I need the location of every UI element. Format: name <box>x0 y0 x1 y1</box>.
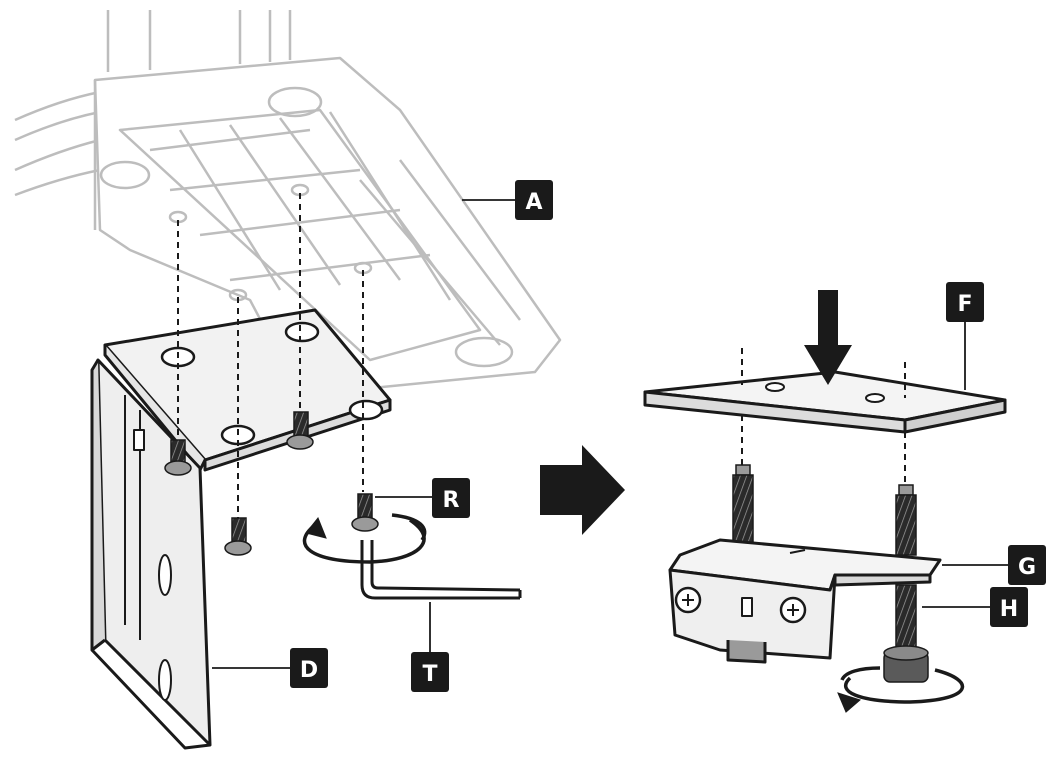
callout-d: D <box>290 648 328 688</box>
svg-text:G: G <box>1018 555 1036 580</box>
callout-r: R <box>432 478 470 518</box>
svg-text:T: T <box>422 662 437 687</box>
callout-h: H <box>990 587 1028 627</box>
callout-t: T <box>411 652 449 692</box>
right-arrow-icon <box>540 445 625 535</box>
alignment-lines-right <box>741 348 906 485</box>
bolt-part-h <box>883 584 929 683</box>
down-arrow-icon <box>804 290 852 385</box>
svg-text:F: F <box>957 292 972 317</box>
svg-text:D: D <box>300 658 318 683</box>
callout-f: F <box>946 282 984 322</box>
callout-a: A <box>515 180 553 220</box>
callout-g: G <box>1008 545 1046 585</box>
mount-base-part-a <box>14 10 562 397</box>
rotate-arrow-icon <box>837 666 965 713</box>
plate-part-f <box>643 370 1007 434</box>
svg-text:R: R <box>443 488 460 513</box>
clamp-part-g <box>668 538 942 664</box>
svg-text:H: H <box>1000 597 1018 622</box>
hex-key-icon <box>360 540 522 600</box>
threaded-bolts <box>732 464 917 556</box>
screw-icon <box>164 411 379 556</box>
alignment-lines-left <box>177 193 364 520</box>
rotate-arrow-icon <box>302 513 427 564</box>
svg-text:A: A <box>525 190 542 215</box>
